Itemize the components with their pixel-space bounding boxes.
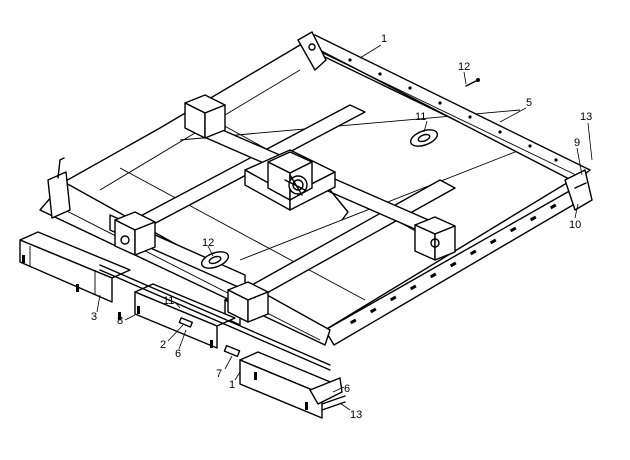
gearbox-assembly [244,149,349,221]
callout-12-top: 12 [458,61,470,73]
mounting-block-front-right [227,281,269,323]
callout-5: 5 [526,97,532,109]
spindle-cover-right [409,129,439,147]
callout-1-top: 1 [381,33,387,45]
callouts: 1 12 5 13 11 9 10 12 3 11 8 2 6 7 1 6 13 [91,33,592,421]
callout-9: 9 [574,137,580,149]
deflector-1-front [223,344,343,419]
bolt-12-top [465,78,480,87]
callout-8: 8 [117,315,123,327]
right-side-skirt [324,169,593,346]
callout-12-left: 12 [202,237,214,249]
mounting-block-rear-left [114,211,156,256]
callout-11-top: 11 [415,111,426,123]
rear-side-skirt [297,31,591,183]
leader-lines [96,44,593,411]
callout-13-bottom: 13 [350,409,362,421]
hinge-rod [99,264,331,371]
deflector-2 [134,283,236,349]
spindle-cover-left [200,251,230,269]
mounting-block-rear-right [414,216,456,261]
callout-2: 2 [160,339,166,351]
skirt-slots [349,203,557,325]
callout-1-bottom: 1 [229,379,235,391]
callout-7: 7 [216,368,222,380]
callout-10: 10 [569,219,581,231]
callout-6-right: 6 [344,383,350,395]
callout-6-left: 6 [175,348,181,360]
callout-13-top: 13 [580,111,592,123]
callout-11-left: 11 [163,295,174,307]
mounting-block-front-left [184,94,226,139]
callout-3: 3 [91,311,97,323]
